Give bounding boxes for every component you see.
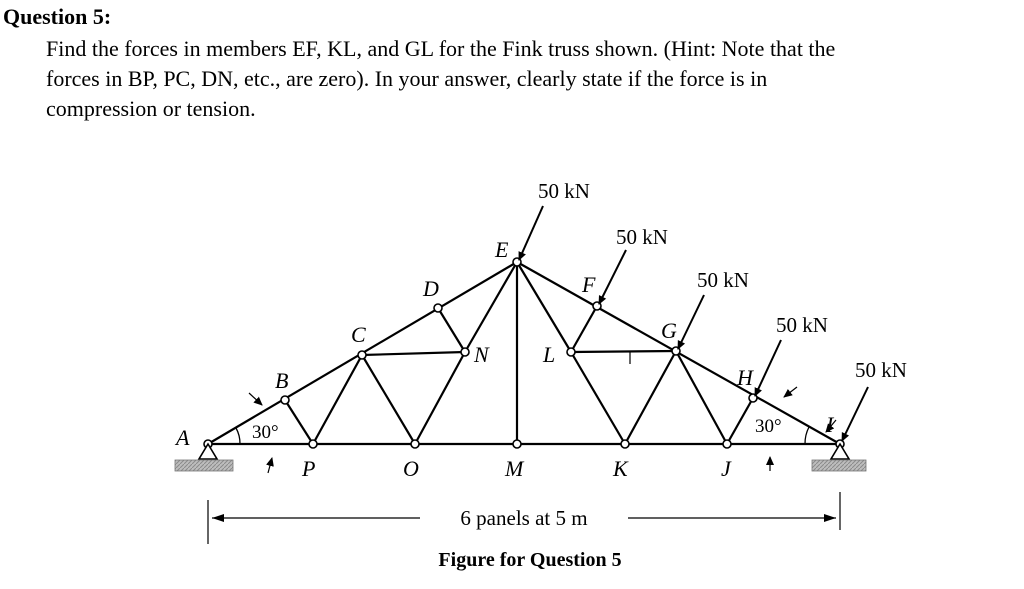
node-label-A: A (174, 425, 190, 450)
member-EL (516, 261, 572, 353)
load-arrow-E (518, 205, 544, 261)
member-JH (726, 397, 754, 445)
member-LK (570, 351, 626, 445)
load-label-H: 50 kN (776, 313, 828, 337)
load-arrow-I (841, 386, 869, 442)
node-label-J: J (721, 456, 732, 481)
angle-arc-right (804, 426, 810, 445)
node-label-M: M (504, 456, 525, 481)
joint-K (620, 439, 630, 449)
question-line-2: forces in BP, PC, DN, etc., are zero). I… (46, 66, 768, 91)
dimension-line (207, 492, 841, 544)
node-label-B: B (275, 368, 288, 393)
node-label-O: O (403, 456, 419, 481)
angle-label-right: 30° (755, 416, 782, 437)
load-arrow-G (677, 294, 705, 350)
node-label-F: F (581, 272, 596, 297)
member-GJ (675, 350, 728, 445)
member-CN (361, 350, 466, 357)
joint-M (512, 439, 522, 449)
load-label-G: 50 kN (697, 268, 749, 292)
angle-arc-left (235, 427, 241, 445)
load-label-F: 50 kN (616, 225, 668, 249)
annotation-arrows (248, 386, 837, 474)
member-NE (464, 261, 518, 353)
load-label-E: 50 kN (538, 179, 590, 203)
joint-B (280, 395, 290, 405)
member-CO (361, 354, 416, 445)
member-ON (414, 351, 466, 445)
member-GL (570, 349, 677, 354)
node-label-H: H (736, 365, 754, 390)
member-PC (312, 354, 363, 445)
joint-J (722, 439, 732, 449)
load-label-I: 50 kN (855, 358, 907, 382)
joint-C (357, 350, 367, 360)
figure-caption: Figure for Question 5 (438, 549, 622, 571)
node-label-C: C (351, 322, 366, 347)
load-arrows (518, 205, 869, 442)
member-FL (570, 305, 598, 353)
node-label-N: N (473, 342, 490, 367)
joint-P (308, 439, 318, 449)
question-line-1: Find the forces in members EF, KL, and G… (46, 36, 836, 61)
node-label-I: I (825, 412, 835, 437)
question-text: Find the forces in members EF, KL, and G… (46, 34, 1021, 124)
member-GK (624, 350, 677, 445)
joint-D (433, 303, 443, 313)
member-DN (437, 307, 466, 353)
node-label-K: K (612, 456, 629, 481)
span-label: 6 panels at 5 m (460, 506, 587, 530)
question-title: Question 5: (3, 4, 112, 29)
support-left (174, 442, 234, 472)
member-BP (284, 399, 314, 445)
node-label-G: G (661, 318, 677, 343)
node-label-D: D (422, 276, 439, 301)
support-right (811, 442, 867, 472)
node-label-E: E (494, 237, 509, 262)
angle-label-left: 30° (252, 422, 279, 443)
load-arrow-H (754, 339, 782, 397)
node-label-P: P (301, 456, 315, 481)
joint-O (410, 439, 420, 449)
joint-N (460, 347, 470, 357)
question-line-3: compression or tension. (46, 96, 256, 121)
joint-L (566, 347, 576, 357)
load-arrow-F (598, 249, 627, 305)
node-label-L: L (542, 342, 555, 367)
